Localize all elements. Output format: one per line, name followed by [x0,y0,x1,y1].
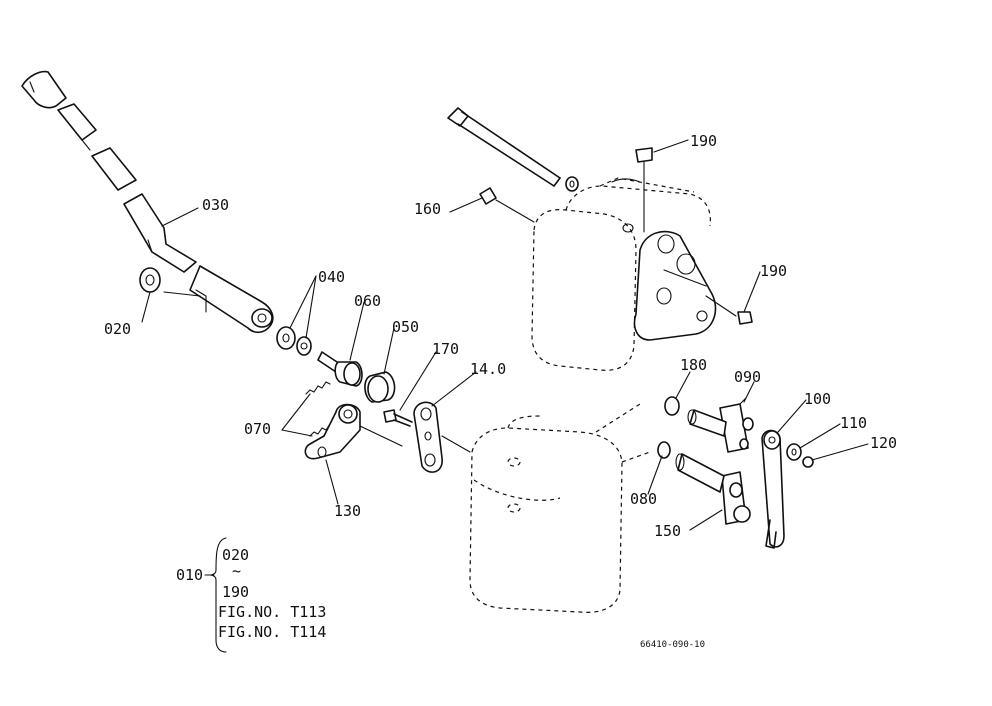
nut-120 [802,456,814,468]
shaft-150 [675,453,751,525]
label-170: 170 [432,340,459,358]
assembly-to: 190 [222,583,249,601]
label-120: 120 [870,434,897,452]
label-150: 150 [654,522,681,540]
label-160: 160 [414,200,441,218]
label-100: 100 [804,390,831,408]
plate-140 [413,401,471,473]
washer-110 [786,443,802,461]
collar-050 [364,371,396,403]
shaft-090 [687,397,754,453]
bolt-170 [383,409,413,427]
washer-020 [139,267,161,293]
label-060: 060 [354,292,381,310]
oring-080 [657,441,671,459]
label-110: 110 [840,414,867,432]
label-010: 010 [176,566,203,584]
label-030: 030 [202,196,229,214]
label-020: 020 [104,320,131,338]
bracket-130 [304,403,403,460]
washer-040 [276,326,312,356]
drawing-reference: 66410-090-10 [640,640,705,650]
pin-060 [317,351,363,387]
lower-housing [469,403,651,613]
leader-lines [141,139,869,531]
assembly-from: 020 [222,546,249,564]
label-090: 090 [734,368,761,386]
screw-190-right [705,295,753,325]
label-050: 050 [392,318,419,336]
assembly-fig2: FIG.NO. T114 [218,623,326,641]
label-130: 130 [334,502,361,520]
arm-100 [761,429,785,549]
label-180: 180 [680,356,707,374]
label-080: 080 [630,490,657,508]
label-190-top: 190 [690,132,717,150]
label-190-right: 190 [760,262,787,280]
upper-housing [531,177,717,371]
lever-030 [21,70,274,334]
screw-190-top [635,147,653,233]
callout-labels: 030 020 040 060 050 170 14.0 070 130 160… [104,132,897,540]
long-bolt [447,107,579,192]
assembly-note: 010 020 ~ 190 FIG.NO. T113 FIG.NO. T114 [176,537,326,653]
assembly-fig1: FIG.NO. T113 [218,603,326,621]
label-040: 040 [318,268,345,286]
assembly-tilde: ~ [232,562,241,580]
oring-180 [664,396,680,416]
label-140: 14.0 [470,360,506,378]
screw-160 [479,187,535,223]
label-070: 070 [244,420,271,438]
